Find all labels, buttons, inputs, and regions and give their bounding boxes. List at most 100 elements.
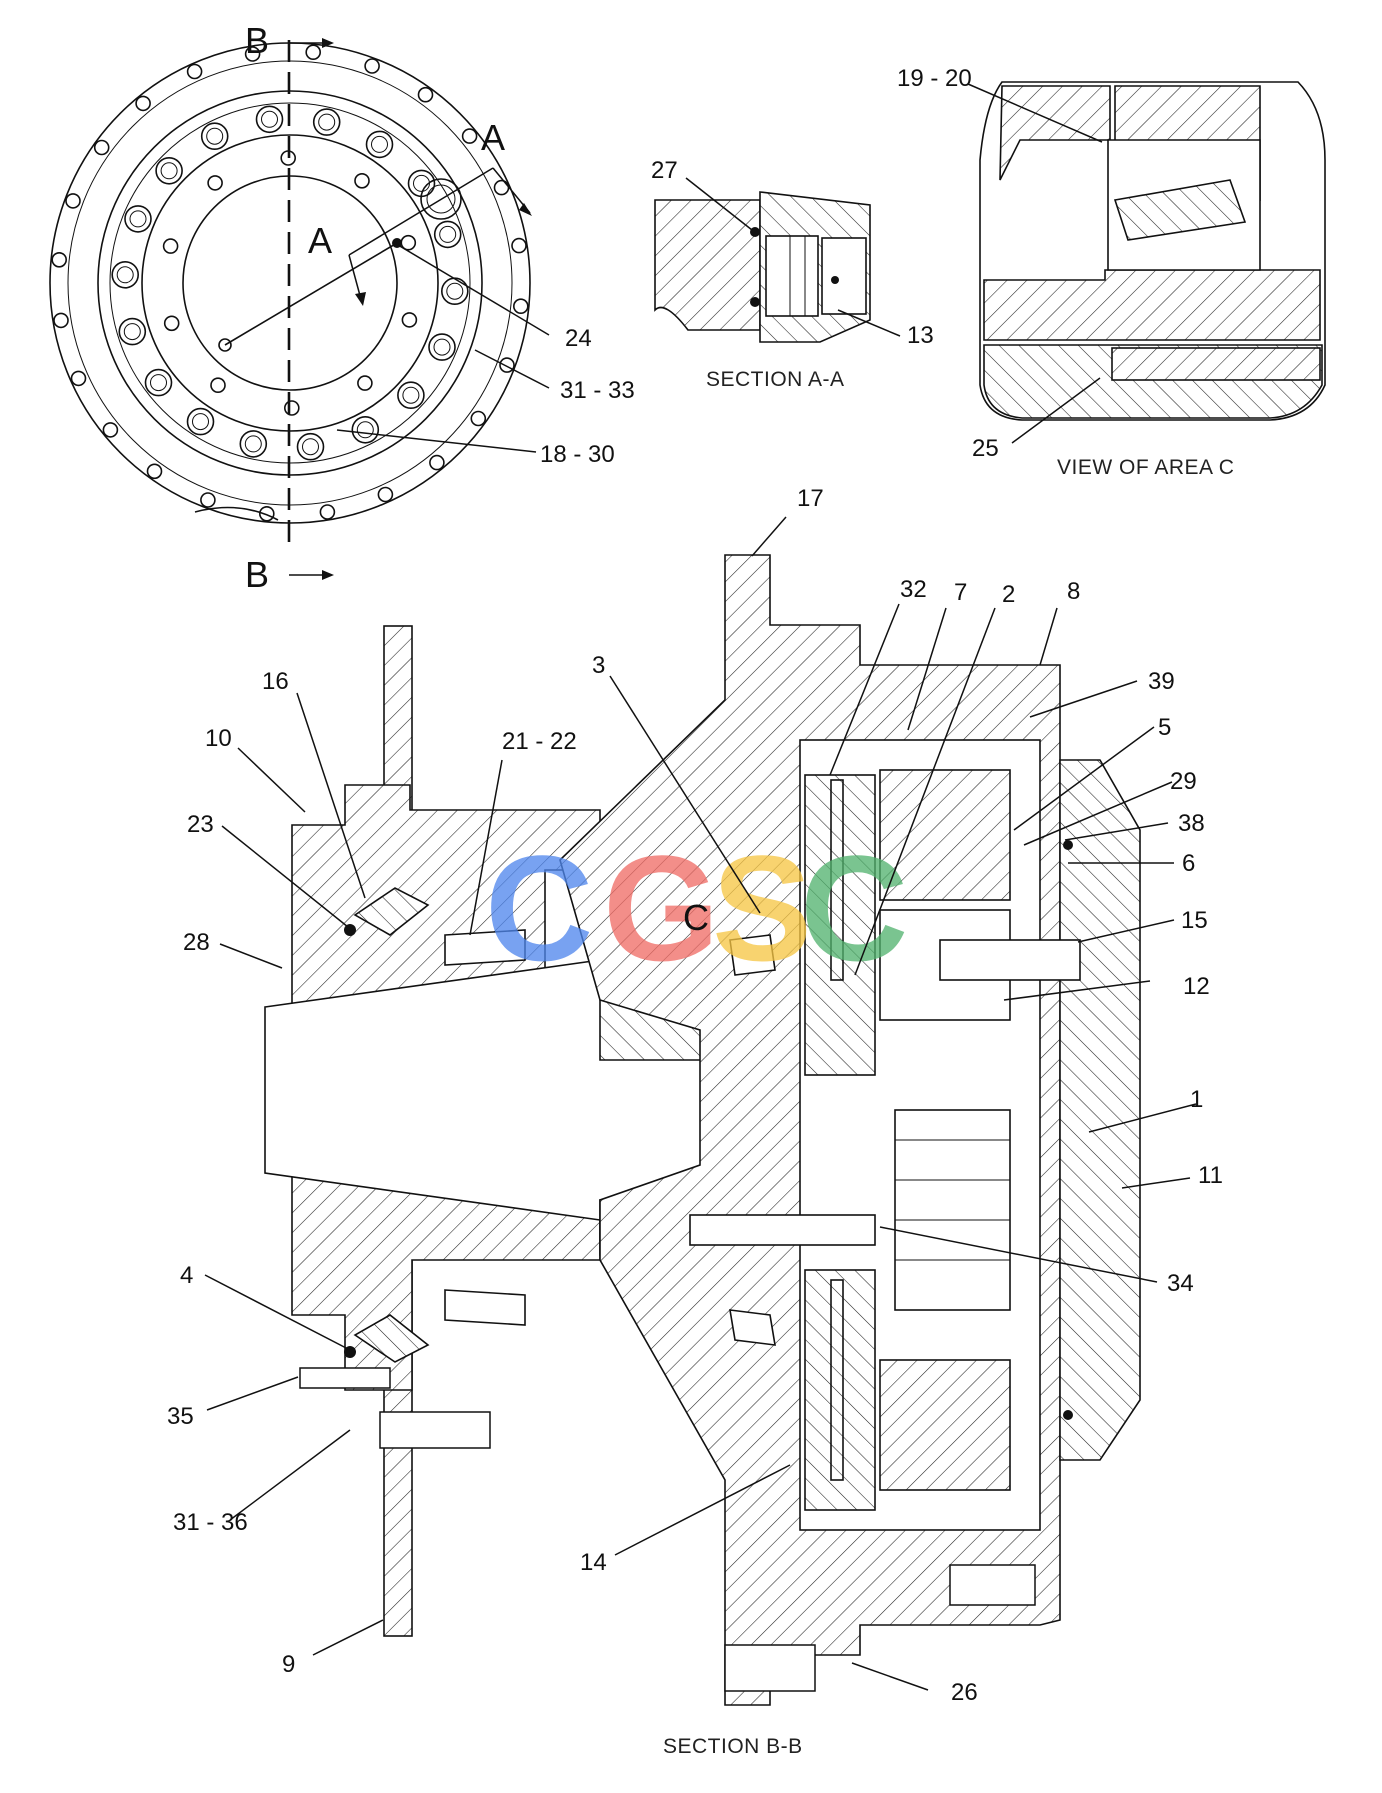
callout-2: 2	[1002, 581, 1015, 608]
bolt-hole	[255, 105, 284, 134]
callout-1: 1	[1190, 1086, 1203, 1113]
bolt-hole	[70, 370, 87, 387]
section-aa-detail	[654, 191, 871, 343]
bolt-hole-inner	[413, 174, 430, 192]
bolt-hole-inner	[433, 338, 451, 356]
watermark-letter: G	[603, 824, 720, 992]
callout-4: 4	[180, 1262, 193, 1289]
callout-32: 32	[900, 576, 927, 603]
callout-34: 34	[1167, 1270, 1194, 1297]
bolt-hole	[102, 422, 119, 438]
section-letter-a-left: A	[308, 220, 332, 261]
callout-9: 9	[282, 1651, 295, 1678]
bolt-hole	[440, 277, 469, 306]
callout-14: 14	[580, 1549, 607, 1576]
bolt-hole-inner	[160, 162, 178, 180]
bolt-hole	[258, 505, 275, 522]
bolt-hole	[351, 415, 380, 444]
callout-16: 16	[262, 668, 289, 695]
bolt-hole-inner	[318, 113, 336, 131]
bolt-hole	[511, 237, 527, 254]
callout-3: 3	[592, 652, 605, 679]
bolt-hole	[428, 333, 456, 361]
callout-31-36: 31 - 36	[173, 1509, 248, 1536]
bolt-hole-inner	[302, 438, 319, 456]
bolt-hole	[512, 298, 529, 315]
callout-11: 11	[1198, 1162, 1223, 1189]
section-letter-b-top: B	[245, 20, 269, 61]
bolt-hole-inner	[402, 386, 420, 404]
bolt-hole	[470, 410, 487, 427]
bolt-hole	[162, 238, 179, 254]
bolt-hole	[239, 430, 268, 458]
bolt-hole	[144, 368, 173, 397]
bolt-hole	[124, 205, 152, 233]
bolt-hole	[319, 504, 336, 520]
bolt-hole	[312, 108, 341, 136]
bolt-hole	[93, 139, 110, 156]
bolt-hole	[365, 130, 394, 159]
bolt-hole	[210, 377, 226, 394]
callout-19-20: 19 - 20	[897, 65, 972, 92]
bolt-hole	[354, 173, 370, 189]
callout-26: 26	[951, 1679, 978, 1706]
callout-10: 10	[205, 725, 232, 752]
callout-38: 38	[1178, 810, 1205, 837]
bolt-hole	[461, 128, 478, 144]
bolt-hole	[397, 381, 425, 410]
bolt-hole	[200, 492, 216, 508]
bolt-hole	[186, 63, 203, 80]
bolt-hole	[364, 58, 380, 74]
callout-29: 29	[1170, 768, 1197, 795]
bolt-hole	[207, 175, 223, 191]
caption-view-area-c: VIEW OF AREA C	[1057, 456, 1234, 479]
callout-39: 39	[1148, 668, 1175, 695]
callout-31-33: 31 - 33	[560, 377, 635, 404]
bolt-hole	[118, 317, 147, 346]
bolt-hole	[417, 86, 434, 103]
bolt-hole	[163, 315, 180, 332]
bolt-hole	[186, 407, 215, 436]
bolt-hole	[305, 44, 322, 61]
bolt-hole	[296, 432, 325, 461]
callout-6: 6	[1182, 850, 1195, 877]
leader-lines	[204, 83, 1197, 1691]
callout-7: 7	[954, 579, 967, 606]
bolt-hole	[499, 357, 515, 373]
bolt-hole	[200, 122, 229, 150]
bolt-hole-inner	[446, 282, 464, 300]
bolt-hole	[146, 463, 163, 480]
watermark-letter: C	[800, 824, 908, 992]
bolt-hole-inner	[123, 323, 141, 341]
callout-17: 17	[797, 485, 824, 512]
caption-section-bb: SECTION B-B	[663, 1735, 803, 1758]
bolt-hole-inner	[192, 413, 209, 431]
bolt-hole-inner	[371, 135, 388, 153]
bolt-hole	[53, 312, 69, 329]
callout-25: 25	[972, 435, 999, 462]
section-letter-c-detail: C	[683, 897, 709, 938]
section-letter-a-right: A	[481, 117, 505, 158]
section-bb-main	[264, 554, 1141, 1706]
bolt-hole	[493, 179, 510, 196]
bolt-hole-inner	[244, 435, 262, 453]
callout-numbers: 19 - 20 27 13 24 31 - 33 18 - 30 25 17 3…	[167, 65, 1223, 1706]
bolt-hole-inner	[150, 374, 167, 392]
bolt-hole	[244, 46, 261, 62]
bolt-hole	[155, 157, 183, 185]
bolt-hole	[283, 400, 300, 416]
callout-35: 35	[167, 1403, 194, 1430]
bolt-hole	[65, 193, 81, 209]
bolt-hole-inner	[129, 210, 147, 228]
callout-18-30: 18 - 30	[540, 441, 615, 468]
callout-21-22: 21 - 22	[502, 728, 577, 755]
bolt-hole-inner	[116, 266, 134, 284]
callout-12: 12	[1183, 973, 1210, 1000]
callout-13: 13	[907, 322, 934, 349]
bolt-hole	[135, 95, 151, 112]
bolt-hole	[111, 260, 139, 289]
callout-15: 15	[1181, 907, 1208, 934]
callout-27: 27	[651, 157, 678, 184]
watermark-letter: C	[485, 824, 593, 992]
